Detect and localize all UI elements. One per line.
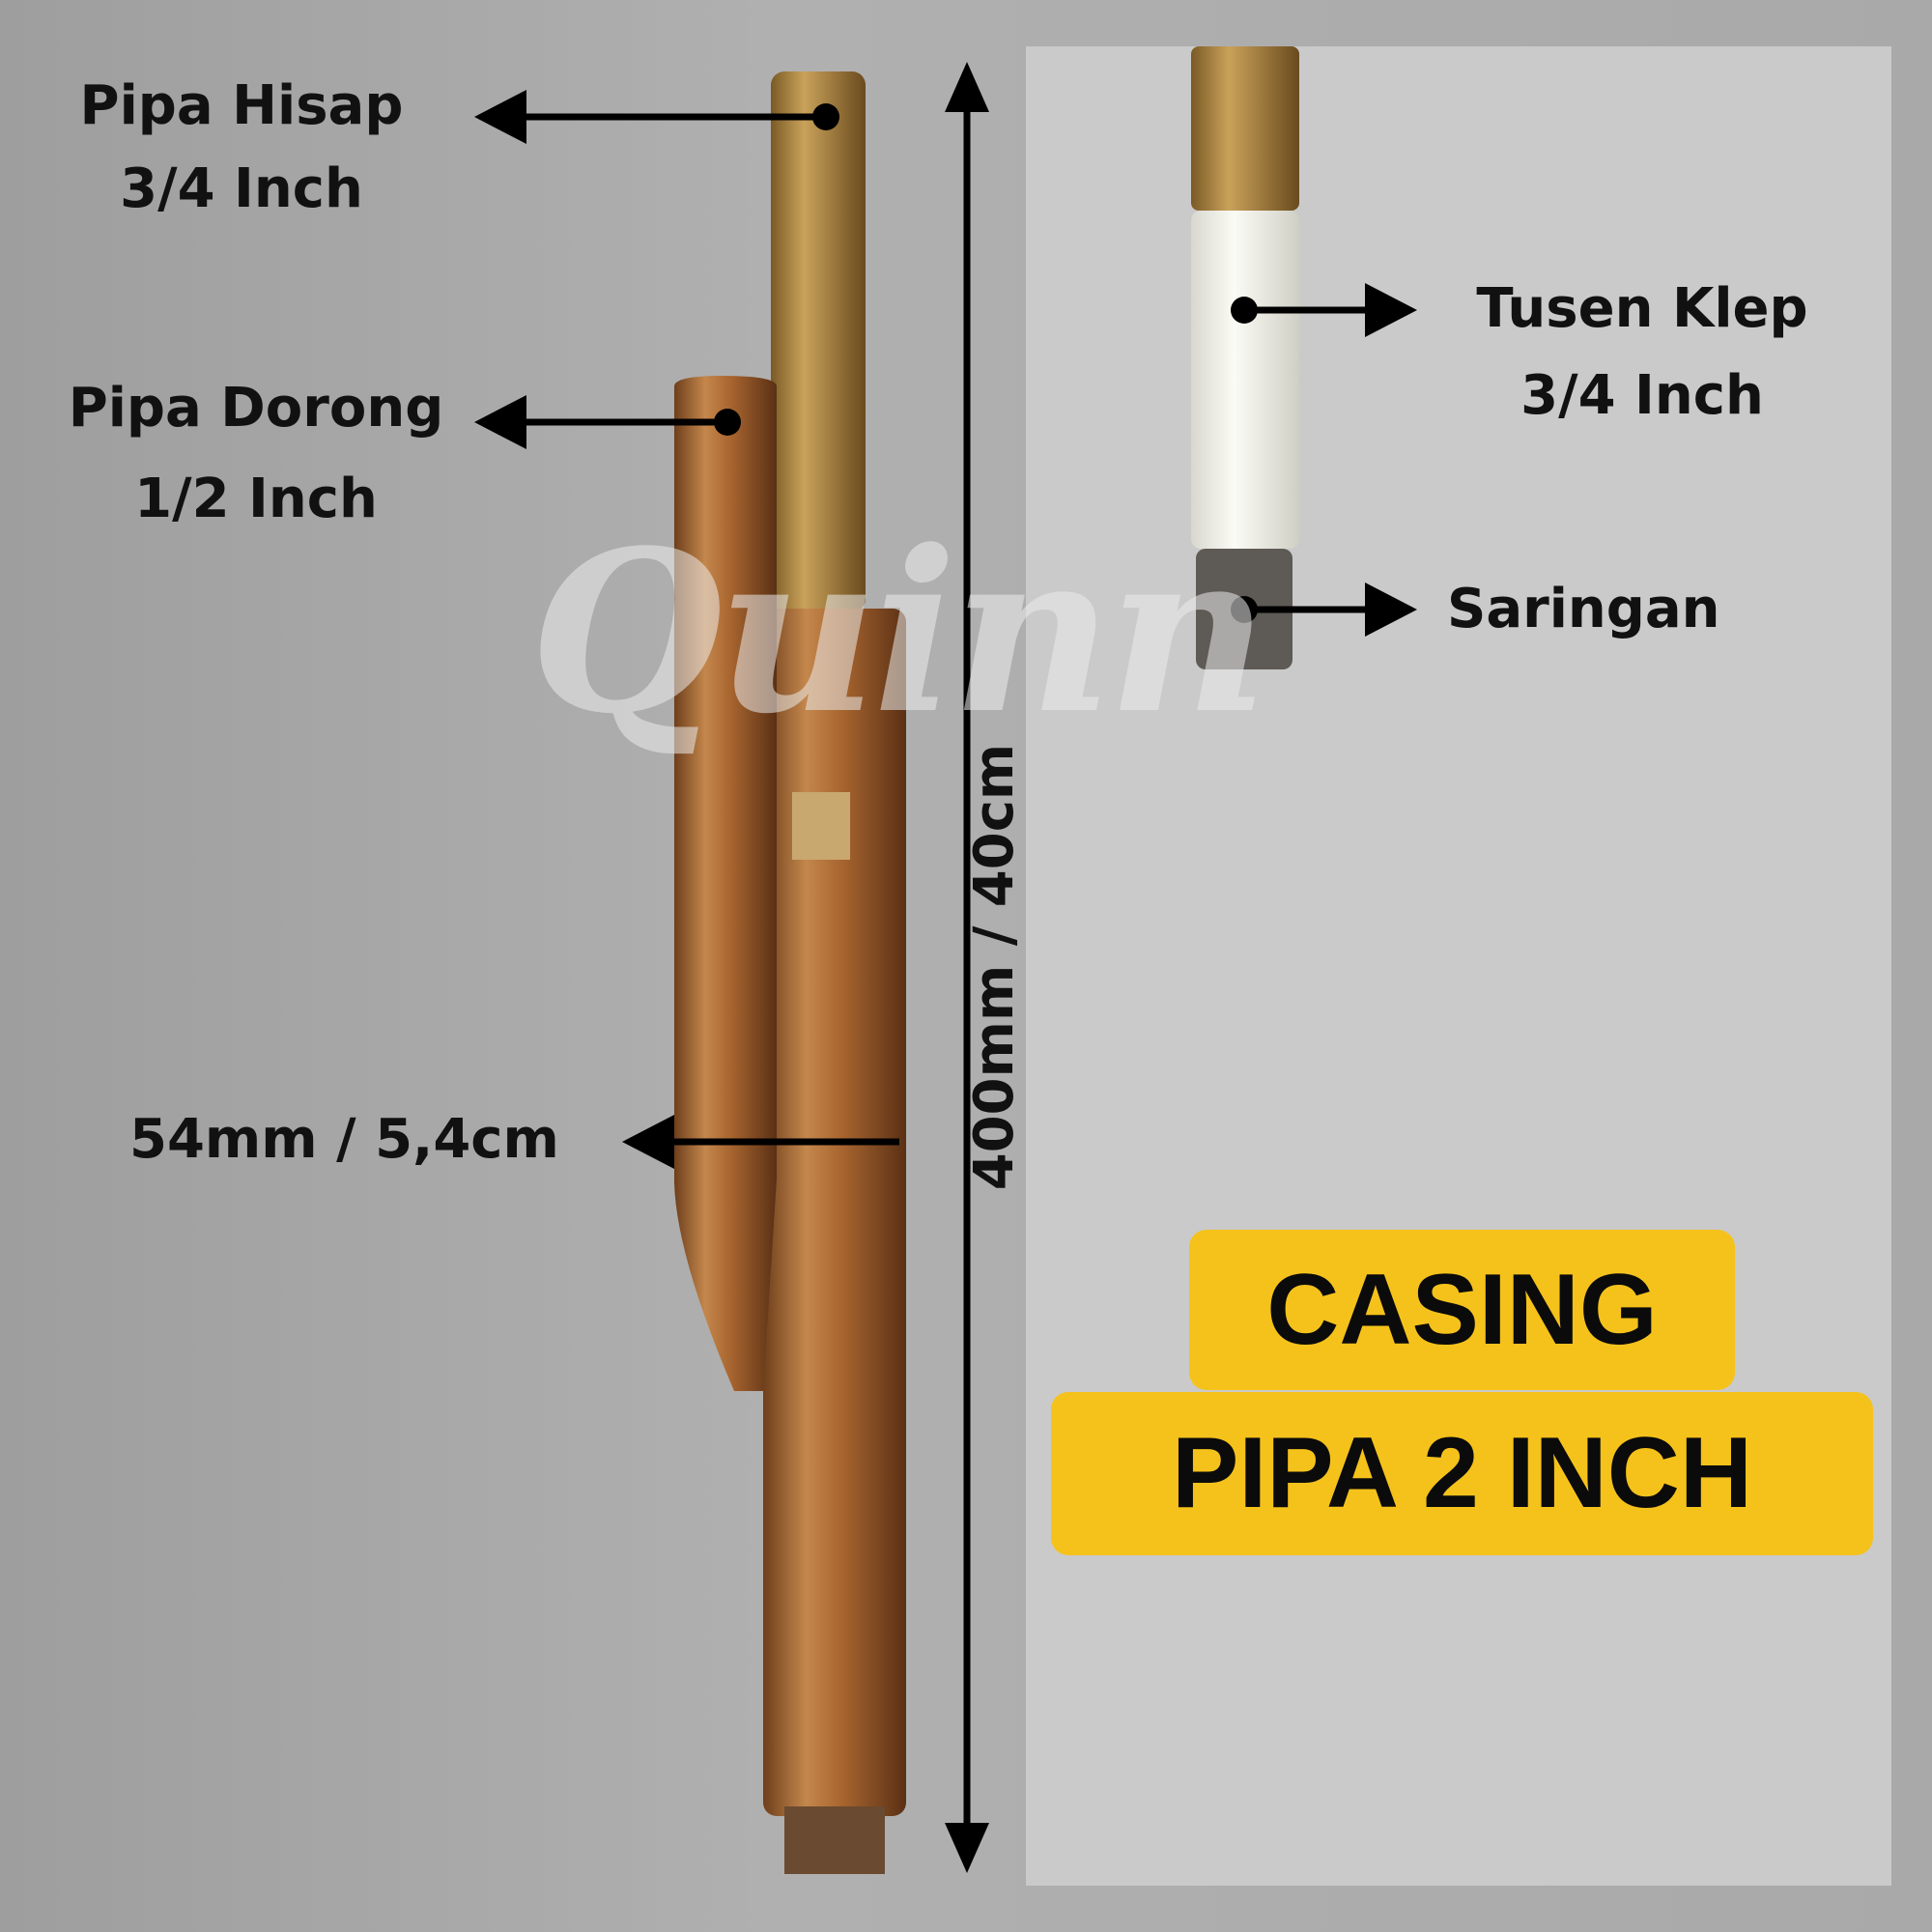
watermark-logo: Quinn	[529, 502, 1268, 763]
headline-casing: CASING	[1189, 1230, 1735, 1390]
strainer-label: Saringan	[1447, 578, 1720, 640]
push-pipe-label: Pipa Dorong 1/2 Inch	[39, 382, 473, 526]
push-pipe	[674, 376, 777, 1391]
valve-top	[1191, 46, 1299, 211]
label-title: Tusen Klep	[1476, 277, 1808, 340]
suction-pipe	[771, 71, 866, 612]
label-size: 1/2 Inch	[134, 468, 378, 530]
suction-pipe-label: Pipa Hisap 3/4 Inch	[39, 79, 444, 216]
label-title: Pipa Hisap	[79, 74, 404, 137]
foot-valve-label: Tusen Klep 3/4 Inch	[1439, 282, 1845, 423]
headline-pipe-size: PIPA 2 INCH	[1051, 1392, 1873, 1555]
casing-body	[763, 609, 906, 1816]
label-size: 3/4 Inch	[1520, 364, 1764, 427]
length-label: 400mm / 40cm	[963, 743, 1026, 1191]
right-panel	[1026, 46, 1891, 1886]
label-size: 3/4 Inch	[120, 157, 363, 220]
valve-body	[1191, 211, 1299, 549]
diameter-label: 54mm / 5,4cm	[129, 1108, 559, 1171]
label-title: Pipa Dorong	[68, 377, 444, 440]
thread	[784, 1806, 885, 1874]
bracket	[792, 792, 850, 860]
